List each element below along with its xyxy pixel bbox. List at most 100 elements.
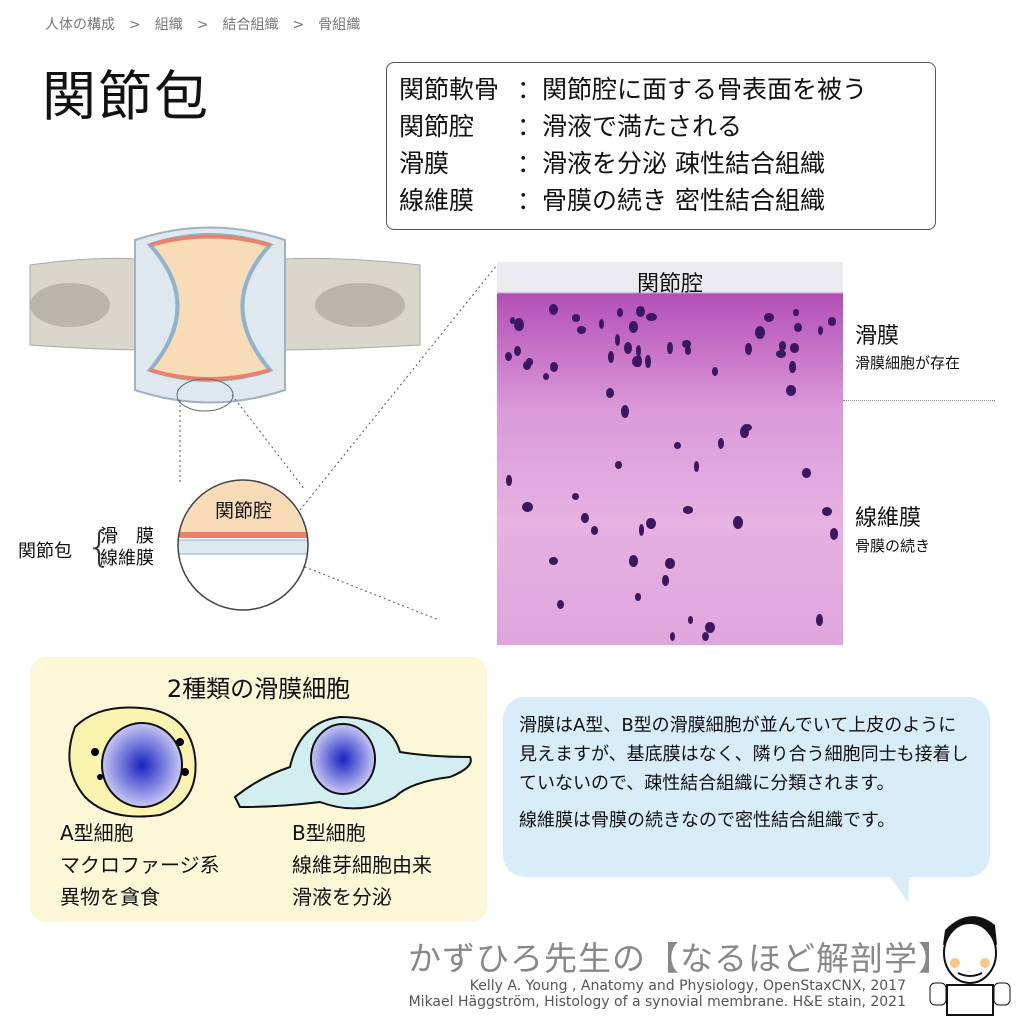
cell-nucleus [740, 425, 749, 439]
cell-nucleus [754, 326, 765, 340]
type-a-function: 異物を貪食 [60, 885, 160, 909]
cell-nucleus [590, 526, 598, 535]
type-b-text: B型細胞線維芽細胞由来滑液を分泌 [292, 817, 432, 913]
cell-nucleus [711, 366, 719, 376]
type-a-origin: マクロファージ系 [60, 853, 220, 877]
layer-synovium: 滑 膜 [100, 526, 154, 547]
cell-nucleus [505, 351, 513, 362]
synovium-note: 滑膜細胞が存在 [855, 354, 961, 372]
brace: { [86, 522, 113, 571]
cell-nucleus [606, 387, 614, 398]
cell-nucleus [576, 325, 586, 334]
cell-nucleus [815, 613, 823, 627]
layer-fibrous: 線維膜 [100, 548, 154, 569]
cell-nucleus [548, 304, 559, 316]
cell-nucleus [829, 528, 839, 541]
fibrous-label: 線維膜 [855, 506, 922, 531]
capsule-label: 関節包 [18, 541, 72, 562]
cell-nucleus [513, 317, 525, 331]
cell-nucleus [790, 343, 799, 353]
credit-1: Kelly A. Young , Anatomy and Physiology,… [469, 978, 906, 994]
capsule-layers: 滑 膜線維膜 [100, 526, 154, 570]
crumb-connective[interactable]: 結合組織 [222, 17, 279, 33]
crumb-body[interactable]: 人体の構成 [45, 17, 115, 33]
cell-nucleus [614, 333, 621, 347]
cell-nucleus [801, 468, 811, 478]
cell-panel-title: 2種類の滑膜細胞 [166, 675, 351, 703]
cell-nucleus [693, 461, 700, 473]
teacher-avatar-icon [929, 916, 1011, 1016]
cell-nucleus [581, 513, 589, 524]
term: 線維膜 [399, 186, 475, 215]
cell-nucleus [646, 312, 657, 321]
cell-nucleus [608, 351, 614, 363]
cell-nucleus [681, 339, 691, 349]
cell-nucleus [745, 342, 753, 356]
cell-nucleus [778, 341, 787, 352]
cell-nucleus [664, 557, 676, 569]
cavity-label: 関節腔 [215, 500, 273, 522]
fibrous-note: 骨膜の続き [855, 537, 931, 555]
cell-nucleus [793, 308, 799, 317]
cell-nucleus [669, 631, 676, 642]
cell-nucleus [682, 506, 694, 514]
term: 滑膜 [399, 149, 450, 178]
cell-nucleus [623, 341, 632, 354]
cell-nucleus [514, 346, 522, 357]
cell-nucleus [615, 461, 623, 469]
cell-nucleus [818, 326, 824, 336]
speech-bubble: 滑膜はA型、B型の滑膜細胞が並んでいて上皮のように見えますが、基底膜はなく、隣り… [503, 697, 990, 877]
histology-image: 関節腔 [497, 262, 843, 645]
layer-divider [843, 400, 995, 401]
cell-nucleus [733, 516, 743, 529]
definition-row: 関節腔 ：滑液で満たされる [399, 108, 935, 145]
definition-box: 関節軟骨：関節腔に面する骨表面を被う 関節腔：滑液で満たされる 滑膜：滑液を分泌… [386, 62, 936, 230]
type-b-origin: 線維芽細胞由来 [292, 853, 432, 877]
cell-nucleus [550, 362, 559, 373]
desc: ：骨膜の続き 密性結合組織 [517, 186, 825, 215]
crumb-bone[interactable]: 骨組織 [318, 17, 361, 33]
breadcrumb: 人体の構成>組織>結合組織>骨組織 [45, 14, 374, 34]
cell-nucleus [662, 575, 669, 586]
cell-nucleus [526, 358, 534, 366]
cell-nucleus [667, 341, 673, 355]
cell-nucleus [620, 404, 629, 418]
definition-row: 線維膜 ：骨膜の続き 密性結合組織 [399, 182, 935, 219]
term: 関節腔 [399, 112, 475, 141]
type-a-text: A型細胞マクロファージ系異物を貪食 [60, 817, 220, 913]
crumb-tissue[interactable]: 組織 [154, 17, 183, 33]
page-title: 関節包 [42, 65, 210, 128]
cell-nucleus [705, 622, 715, 634]
cell-nucleus [645, 354, 651, 368]
cell-nucleus [628, 555, 638, 567]
cell-nucleus [635, 592, 641, 601]
type-b-name: B型細胞 [292, 821, 366, 845]
cell-nucleus [542, 373, 549, 381]
cell-illustrations [68, 706, 472, 818]
cell-nucleus [646, 517, 657, 529]
brand-logo: かずひろ先生の【なるほど解剖学】 [408, 939, 952, 978]
cell-nucleus [631, 356, 642, 368]
cell-types-panel: 2種類の滑膜細胞 A型細胞マクロファージ系異物を貪食 B型細胞線維芽細胞由来滑液… [30, 657, 487, 922]
cell-nucleus [638, 524, 645, 537]
cell-nucleus [548, 556, 558, 565]
desc: ：関節腔に面する骨表面を被う [517, 75, 868, 104]
cell-nucleus [629, 321, 639, 333]
cell-nucleus [636, 345, 642, 357]
credit-2: Mikael Häggström, Histology of a synovia… [408, 994, 906, 1010]
bubble-tail [885, 870, 910, 902]
cell-nucleus [506, 474, 512, 487]
cell-nucleus [794, 323, 802, 332]
cell-nucleus [616, 307, 623, 317]
crumb-sep: > [196, 17, 209, 33]
cell-nucleus [509, 317, 516, 325]
cell-nucleus [522, 502, 534, 513]
cell-nucleus [599, 318, 605, 330]
desc: ：滑液で満たされる [517, 112, 743, 141]
definition-row: 滑膜：滑液を分泌 疎性結合組織 [399, 145, 935, 182]
cell-nucleus [635, 306, 645, 318]
bubble-text-1: 滑膜はA型、B型の滑膜細胞が並んでいて上皮のように見えますが、基底膜はなく、隣り… [519, 715, 969, 794]
crumb-sep: > [129, 17, 141, 33]
bubble-text-2: 線維膜は骨膜の続きなので密性結合組織です。 [519, 810, 896, 831]
cell-nucleus [821, 506, 833, 517]
